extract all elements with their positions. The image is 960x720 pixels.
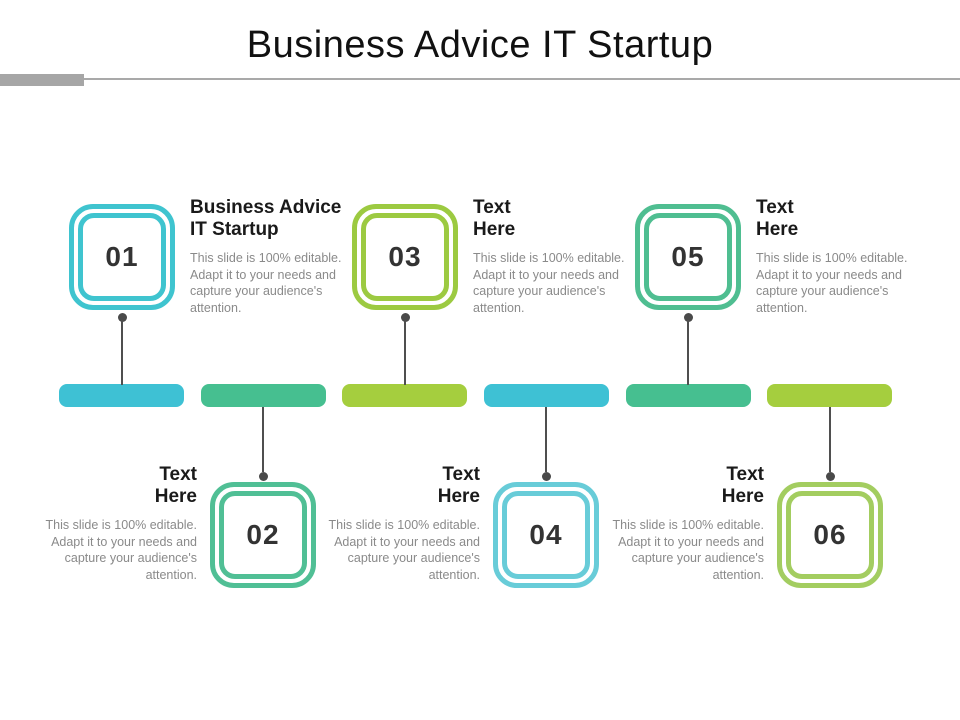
step-text-05: Text Here This slide is 100% editable. A… <box>756 197 911 316</box>
step-box-03: 03 <box>352 204 458 310</box>
step-heading-03: Text Here <box>473 197 516 240</box>
step-box-01-inner: 01 <box>78 213 166 301</box>
bar-segment-4 <box>484 384 609 407</box>
connector-dot-04 <box>542 472 551 481</box>
step-box-02: 02 <box>210 482 316 588</box>
bar-segment-3 <box>342 384 467 407</box>
step-body-02: This slide is 100% editable. Adapt it to… <box>45 518 197 582</box>
bar-segment-2 <box>201 384 326 407</box>
connector-line-04 <box>545 407 547 472</box>
step-box-04-inner: 04 <box>502 491 590 579</box>
connector-line-06 <box>829 407 831 472</box>
step-text-02: Text Here This slide is 100% editable. A… <box>42 464 197 583</box>
slide-title: Business Advice IT Startup <box>246 24 714 66</box>
connector-line-02 <box>262 407 264 472</box>
step-box-04: 04 <box>493 482 599 588</box>
title-divider <box>84 78 960 80</box>
step-number-03: 03 <box>388 241 422 272</box>
step-text-04: Text Here This slide is 100% editable. A… <box>325 464 480 583</box>
step-text-01: Business Advice IT Startup This slide is… <box>190 197 345 316</box>
connector-line-01 <box>121 320 123 385</box>
step-heading-01: Business Advice IT Startup <box>190 197 342 240</box>
step-box-02-inner: 02 <box>219 491 307 579</box>
step-number-05: 05 <box>671 241 705 272</box>
bar-segment-6 <box>767 384 892 407</box>
step-heading-05: Text Here <box>756 197 799 240</box>
step-box-06: 06 <box>777 482 883 588</box>
step-box-06-inner: 06 <box>786 491 874 579</box>
step-box-01: 01 <box>69 204 175 310</box>
step-box-03-inner: 03 <box>361 213 449 301</box>
connector-line-05 <box>687 320 689 385</box>
step-body-01: This slide is 100% editable. Adapt it to… <box>190 251 342 315</box>
step-text-06: Text Here This slide is 100% editable. A… <box>609 464 764 583</box>
connector-dot-05 <box>684 313 693 322</box>
step-body-03: This slide is 100% editable. Adapt it to… <box>473 251 625 315</box>
step-heading-04: Text Here <box>437 464 480 507</box>
step-number-06: 06 <box>813 519 847 550</box>
connector-line-03 <box>404 320 406 385</box>
step-heading-02: Text Here <box>154 464 197 507</box>
step-number-02: 02 <box>246 519 280 550</box>
connector-dot-01 <box>118 313 127 322</box>
accent-bar <box>0 74 84 86</box>
bar-segment-1 <box>59 384 184 407</box>
step-body-04: This slide is 100% editable. Adapt it to… <box>328 518 480 582</box>
connector-dot-02 <box>259 472 268 481</box>
connector-dot-06 <box>826 472 835 481</box>
step-number-04: 04 <box>529 519 563 550</box>
step-body-05: This slide is 100% editable. Adapt it to… <box>756 251 908 315</box>
step-box-05: 05 <box>635 204 741 310</box>
step-body-06: This slide is 100% editable. Adapt it to… <box>612 518 764 582</box>
step-text-03: Text Here This slide is 100% editable. A… <box>473 197 628 316</box>
step-box-05-inner: 05 <box>644 213 732 301</box>
step-number-01: 01 <box>105 241 139 272</box>
connector-dot-03 <box>401 313 410 322</box>
step-heading-06: Text Here <box>721 464 764 507</box>
bar-segment-5 <box>626 384 751 407</box>
